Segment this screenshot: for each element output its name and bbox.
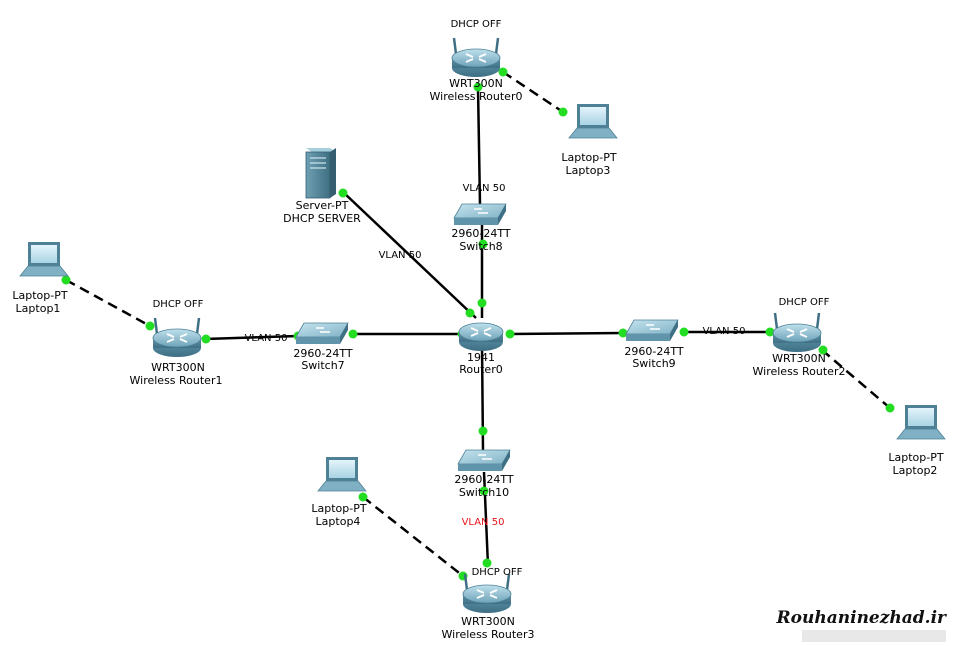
switch9[interactable] — [625, 319, 679, 341]
wireless-router3[interactable] — [462, 573, 512, 613]
wireless-router1[interactable] — [152, 317, 202, 357]
port-dot — [478, 239, 488, 249]
wireless-router0[interactable] — [451, 37, 501, 77]
laptop2[interactable] — [896, 405, 946, 440]
switch9-name-label: Switch9 — [632, 357, 675, 370]
laptop2-name-label: Laptop2 — [893, 464, 938, 477]
wr1-model-label: WRT300N — [151, 361, 205, 374]
router0-model-label: 1941 — [467, 351, 495, 364]
laptop1-model-label: Laptop-PT — [12, 289, 67, 302]
wr0-name-label: Wireless Router0 — [430, 90, 523, 103]
vlan-label-sw10-wr3: VLAN 50 — [462, 517, 505, 528]
link-wr2-laptop2[interactable] — [821, 349, 891, 409]
port-dot — [61, 275, 71, 285]
laptop4[interactable] — [317, 457, 367, 492]
laptop3-name-label: Laptop3 — [566, 164, 611, 177]
port-dot — [348, 329, 358, 339]
link-router0-server[interactable] — [342, 191, 477, 319]
vlan-label-sw9-wr2: VLAN 50 — [703, 326, 746, 337]
port-dot — [478, 426, 488, 436]
laptop2-model-label: Laptop-PT — [888, 451, 943, 464]
switch7-name-label: Switch7 — [301, 359, 344, 372]
port-dot — [473, 82, 483, 92]
port-dot — [145, 321, 155, 331]
wr0-status-label: DHCP OFF — [451, 19, 502, 30]
link-laptop4-wr3[interactable] — [362, 496, 464, 577]
port-dot — [201, 334, 211, 344]
laptop3[interactable] — [568, 104, 618, 139]
switch8-model-label: 2960-24TT — [451, 227, 510, 240]
port-dot — [482, 558, 492, 568]
port-dot — [498, 67, 508, 77]
vlan-label-sw8-wr0: VLAN 50 — [463, 183, 506, 194]
link-switch7-wr1[interactable] — [204, 334, 299, 341]
server-model-label: Server-PT — [296, 199, 349, 212]
port-dot — [818, 345, 828, 355]
wireless-router2[interactable] — [772, 312, 822, 352]
router0[interactable] — [458, 322, 504, 351]
links — [65, 70, 891, 577]
wr3-model-label: WRT300N — [461, 615, 515, 628]
laptop4-name-label: Laptop4 — [316, 515, 361, 528]
port-dot — [358, 492, 368, 502]
link-router0-switch9[interactable] — [509, 331, 624, 336]
link-wr0-laptop3[interactable] — [502, 70, 564, 114]
link-laptop1-wr1[interactable] — [65, 278, 151, 328]
vlan-labels: VLAN 50 VLAN 50 VLAN 50 VLAN 50 VLAN 50 — [245, 183, 746, 528]
port-dot — [465, 308, 475, 318]
watermark-shadow — [802, 630, 946, 642]
watermark: Rouhaninezhad.ir — [776, 608, 947, 628]
server-name-label: DHCP SERVER — [283, 212, 361, 225]
port-dot — [618, 328, 628, 338]
port-dot — [338, 188, 348, 198]
wr0-model-label: WRT300N — [449, 77, 503, 90]
switch7[interactable] — [295, 322, 349, 344]
wr1-name-label: Wireless Router1 — [130, 374, 223, 387]
dhcp-server[interactable] — [305, 148, 336, 199]
port-dot — [679, 327, 689, 337]
switch9-model-label: 2960-24TT — [624, 345, 683, 358]
port-dot — [505, 329, 515, 339]
wr3-name-label: Wireless Router3 — [442, 628, 535, 641]
port-dot — [885, 403, 895, 413]
vlan-label-wr1-sw7: VLAN 50 — [245, 333, 288, 344]
laptop4-model-label: Laptop-PT — [311, 502, 366, 515]
laptop3-model-label: Laptop-PT — [561, 151, 616, 164]
wr1-status-label: DHCP OFF — [153, 299, 204, 310]
router0-name-label: Router0 — [459, 363, 502, 376]
port-dot — [558, 107, 568, 117]
laptop1-name-label: Laptop1 — [16, 302, 61, 315]
wr2-status-label: DHCP OFF — [779, 297, 830, 308]
wr2-model-label: WRT300N — [772, 352, 826, 365]
vlan-label-server-router: VLAN 50 — [379, 250, 422, 261]
link-switch8-wr0[interactable] — [476, 86, 482, 206]
switch8-name-label: Switch8 — [459, 240, 502, 253]
port-dot — [479, 486, 489, 496]
device-labels: 1941 Router0 Server-PT DHCP SERVER 2960-… — [12, 19, 943, 641]
wr2-name-label: Wireless Router2 — [753, 365, 846, 378]
switch10-name-label: Switch10 — [459, 486, 509, 499]
port-dot — [765, 327, 775, 337]
port-dot — [477, 298, 487, 308]
laptop1[interactable] — [19, 242, 69, 277]
switch10-model-label: 2960-24TT — [454, 473, 513, 486]
switch10[interactable] — [457, 449, 511, 471]
wr3-status-label: DHCP OFF — [472, 567, 523, 578]
switch8[interactable] — [453, 203, 507, 225]
switch7-model-label: 2960-24TT — [293, 347, 352, 360]
